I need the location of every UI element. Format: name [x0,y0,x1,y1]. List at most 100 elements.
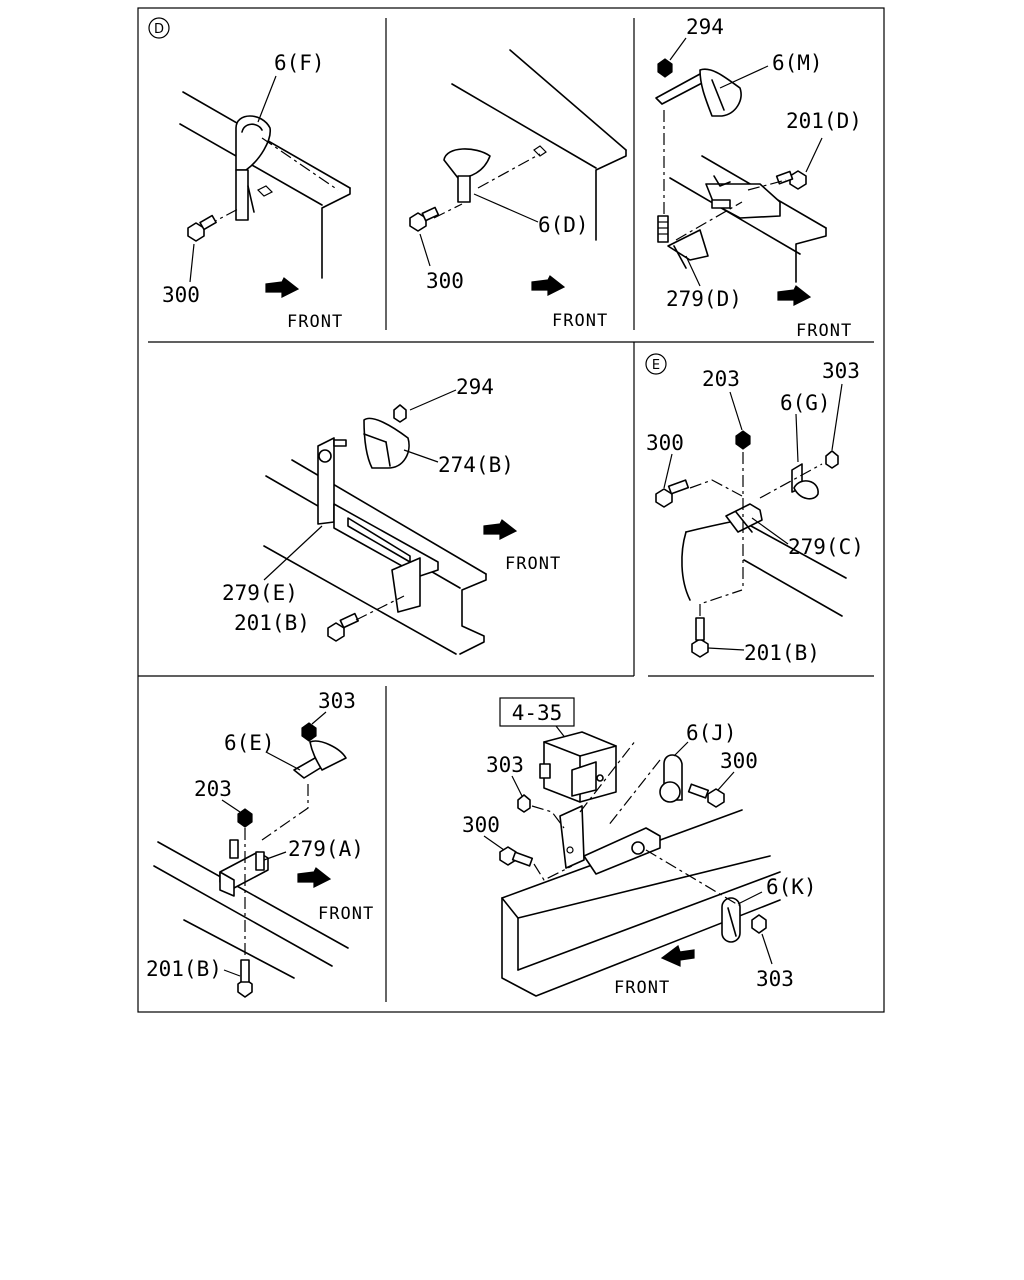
clip-6d-part [443,148,491,203]
label-6j: 6(J) [686,721,737,745]
label-203: 203 [194,777,232,801]
axis-line [645,849,741,907]
label-6f: 6(F) [274,51,325,75]
leader-line [511,775,523,797]
label-300: 300 [646,431,684,455]
bolt-201d-icon [775,170,807,190]
label-300: 300 [720,749,758,773]
front-arrow-icon [660,945,695,967]
leader-line [729,391,743,431]
label-294: 294 [456,375,494,399]
leader-line [707,647,745,651]
hole-marker [256,185,274,197]
label-300: 300 [426,269,464,293]
bolt-201b-icon [237,959,253,998]
leader-line [311,711,327,725]
leader-line [483,835,505,851]
bolt-201b-icon [327,612,359,642]
front-label: FRONT [796,321,852,341]
clip-6e-part [293,740,347,779]
leader-line [673,741,689,757]
bolt-300-icon [655,479,690,508]
frame-rail [153,841,349,979]
leader-line [263,525,323,581]
label-279e: 279(E) [222,581,298,605]
label-6k: 6(K) [766,875,817,899]
front-arrow-icon [265,277,300,298]
leader-line [717,771,735,791]
bolt-300-icon [409,206,440,232]
leader-line [223,969,241,977]
label-279d: 279(D) [666,287,742,311]
bolt-icon [711,199,731,209]
label-279c: 279(C) [788,535,864,559]
axis-line [477,153,541,189]
axis-line [689,479,743,497]
leader-line [669,37,687,61]
section-marker-e: E [645,353,667,375]
frame-rail [179,91,351,279]
label-201b: 201(B) [744,641,820,665]
nut-203-icon [735,430,751,450]
leader-line [737,891,763,905]
clip-6g-part [791,463,819,500]
section-marker-d: D [148,17,170,39]
panel-e: E [645,353,864,665]
label-201b: 201(B) [146,957,222,981]
bracket-279c-part [725,503,763,533]
clip-6f-part [235,115,271,221]
panel-clip-6d: 6(D) 300 FRONT [409,49,627,331]
leader-line [403,449,439,463]
leader-line [265,751,301,771]
bolt-300-icon [499,846,534,867]
leader-line [761,933,773,965]
leader-line [685,255,701,287]
front-label: FRONT [614,978,670,998]
bolt-300-icon [187,214,217,242]
front-arrow-icon [531,275,566,296]
axis-line [261,137,339,191]
leader-line [795,413,799,463]
label-6m: 6(M) [772,51,823,75]
nut-303-icon [751,914,767,934]
axis-line [759,463,823,499]
label-203: 203 [702,367,740,391]
front-arrow-icon [483,519,518,540]
axis-line [675,201,743,241]
leader-line [419,233,431,267]
bracket-279d-part [667,175,781,269]
label-6e: 6(E) [224,731,275,755]
label-201d: 201(D) [786,109,862,133]
axis-line [531,805,565,829]
label-6g: 6(G) [780,391,831,415]
panel-bracket-279a: 303 6(E) 203 279(A) 201(B) FRONT [146,689,373,998]
clip-6m-part [655,68,742,117]
axis-line [747,179,787,191]
front-label: FRONT [287,312,343,332]
axis-line [433,203,463,219]
axis-line [579,739,637,813]
bracket-279e-part [317,437,439,613]
ref-box: 4-35 [499,697,575,727]
bolt-201b-icon [691,617,709,658]
diagram-frame [137,7,885,1013]
leader-line [221,799,241,813]
nut-294-icon [393,404,407,423]
nut-303-icon [517,794,531,813]
leader-line [751,517,789,545]
axis-line [261,784,309,841]
panel-bracket-279e: 294 274(B) 279(E) 201(B) FRONT [222,375,560,655]
leader-line [257,75,277,123]
label-274b: 274(B) [438,453,514,477]
hole-marker [533,145,547,157]
label-303: 303 [756,967,794,991]
axis-line [355,595,405,621]
leader-line [189,243,195,283]
control-unit-box [539,731,617,803]
label-279a: 279(A) [288,837,364,861]
axis-line [607,759,661,827]
panel-clip-6m: 294 6(M) 201(D) 279(D) FRONT [655,15,862,341]
front-arrow-icon [297,867,332,888]
label-303: 303 [486,753,524,777]
label-300: 300 [462,813,500,837]
